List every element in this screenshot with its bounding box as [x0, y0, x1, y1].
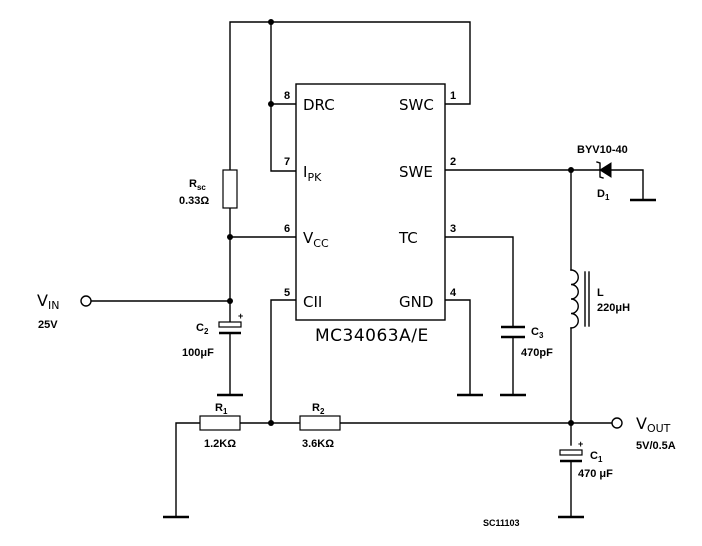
pin7-name: IPK — [303, 163, 322, 184]
pin1-number: 1 — [450, 90, 456, 102]
pin6-name: VCC — [303, 229, 329, 250]
c2-label: C2 — [196, 322, 209, 336]
wire-top-loop — [229, 21, 471, 171]
junction-fb — [268, 420, 274, 426]
wire-drc-ipk — [270, 21, 297, 172]
capacitor-c2: + C2 100μF — [182, 311, 243, 359]
pin8-name: DRC — [303, 96, 335, 114]
junction-vcc — [227, 234, 233, 240]
terminal-vin: VIN 25V — [37, 291, 92, 331]
c3-value: 470pF — [521, 347, 553, 359]
c3-label: C3 — [531, 326, 544, 340]
resistor-rsc: Rsc 0.33Ω — [179, 169, 238, 209]
c1-value: 470 μF — [578, 468, 613, 480]
c2-value: 100μF — [182, 347, 214, 359]
vout-terminal-circle — [611, 417, 623, 429]
vout-value: 5V/0.5A — [636, 440, 676, 452]
wire-cii — [270, 299, 297, 424]
c1-label: C1 — [590, 450, 603, 464]
wire-r1-gnd — [175, 422, 201, 517]
diode-cathode-bar — [596, 161, 604, 179]
pin2-number: 2 — [450, 156, 456, 168]
r2-label: R2 — [312, 402, 325, 416]
inductor-coil — [570, 269, 579, 329]
c2-plate-top — [218, 321, 242, 328]
vin-label: VIN — [37, 291, 59, 312]
junction-drc — [268, 101, 274, 107]
terminal-vout: VOUT 5V/0.5A — [611, 414, 676, 452]
r2-value: 3.6KΩ — [302, 438, 334, 450]
diode-part: BYV10-40 — [577, 144, 628, 156]
pin4-name: GND — [399, 293, 433, 311]
grounds — [163, 198, 656, 519]
junction-sw — [568, 167, 574, 173]
wire-tc — [444, 236, 514, 328]
pin2-name: SWE — [399, 163, 433, 181]
c2-plus: + — [238, 311, 243, 321]
wire-d1-gnd — [609, 169, 644, 200]
inductor-label: L — [597, 287, 604, 299]
rsc-body — [222, 169, 238, 209]
c1-plus: + — [578, 439, 583, 449]
diode-triangle — [599, 162, 612, 178]
pin5-name: CII — [303, 293, 322, 311]
pin8-number: 8 — [284, 90, 290, 102]
c1-plate-top — [559, 449, 583, 456]
r1-value: 1.2KΩ — [204, 438, 236, 450]
diode-d1: BYV10-40 D1 — [577, 144, 628, 202]
vout-label: VOUT — [636, 414, 671, 435]
pin3-name: TC — [398, 229, 418, 247]
inductor-l: L 220μH — [570, 269, 630, 329]
rsc-value: 0.33Ω — [179, 195, 209, 207]
r1-body — [199, 415, 241, 431]
junction-vin — [227, 298, 233, 304]
junction-vout — [568, 420, 574, 426]
diode-label: D1 — [597, 188, 610, 202]
pin5-number: 5 — [284, 287, 290, 299]
junctions — [227, 19, 574, 426]
r1-label: R1 — [215, 402, 228, 416]
ic-body — [295, 83, 446, 321]
r2-body — [299, 415, 341, 431]
vin-terminal-circle — [80, 295, 92, 307]
inductor-value: 220μH — [597, 302, 630, 314]
pin7-number: 7 — [284, 156, 290, 168]
pin1-name: SWC — [399, 96, 434, 114]
capacitor-c3: C3 470pF — [501, 325, 553, 359]
wire-gnd — [444, 299, 471, 395]
ic-mc34063: MC34063A/E 1 SWC 2 SWE 3 TC 4 GND 5 CII … — [284, 83, 457, 346]
junction-top — [268, 19, 274, 25]
pin4-number: 4 — [450, 287, 457, 299]
pin3-number: 3 — [450, 223, 456, 235]
resistor-r2: R2 3.6KΩ — [299, 402, 341, 450]
figure-id: SC11103 — [483, 518, 520, 528]
resistor-r1: R1 1.2KΩ — [199, 402, 241, 450]
wires — [90, 21, 644, 517]
capacitor-c1: + C1 470 μF — [559, 439, 613, 480]
rsc-label: Rsc — [189, 178, 206, 192]
ic-part-label: MC34063A/E — [315, 326, 429, 346]
pin6-number: 6 — [284, 223, 290, 235]
vin-value: 25V — [38, 319, 58, 331]
